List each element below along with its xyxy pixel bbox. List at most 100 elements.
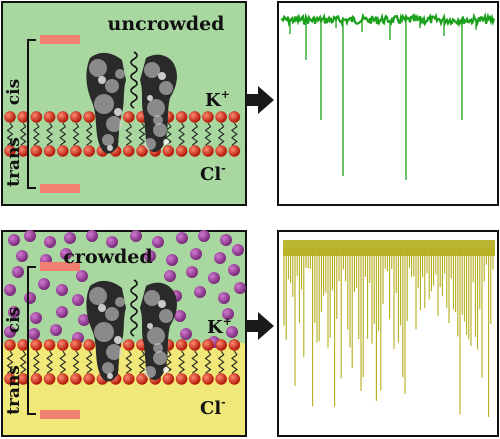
- crowder-molecule: [56, 306, 68, 318]
- lipid-head: [228, 145, 241, 157]
- bottom-trans-label: trans: [4, 365, 24, 415]
- crowder-molecule: [76, 270, 88, 282]
- lipid-tail: [85, 122, 93, 146]
- pore-texture: [144, 366, 156, 378]
- bottom-cl-ion-label: Cl-: [200, 396, 226, 419]
- crowder-molecule: [16, 250, 28, 262]
- lipid-head: [43, 373, 56, 385]
- crowder-molecule: [226, 326, 238, 338]
- crowder-molecule: [30, 312, 42, 324]
- pore-texture: [89, 59, 107, 77]
- bottom-crowder-molecules: [4, 230, 246, 348]
- lipid-tail: [178, 350, 186, 374]
- lipid-head: [123, 373, 135, 385]
- lipid-tail: [46, 350, 54, 374]
- pore-texture: [107, 145, 113, 151]
- lipid-tail: [230, 122, 238, 146]
- crowder-molecule: [4, 284, 16, 296]
- crowder-molecule: [4, 326, 16, 338]
- crowder-molecule: [194, 286, 206, 298]
- crowder-molecule: [24, 292, 36, 304]
- crowder-molecule: [28, 328, 40, 340]
- pore-texture: [153, 123, 167, 137]
- lipid-tail: [164, 122, 172, 146]
- lipid-tail: [6, 122, 14, 146]
- lipid-tail: [217, 350, 225, 374]
- crowder-molecule: [12, 266, 24, 278]
- bottom-side-bracket: [27, 266, 36, 415]
- crowder-molecule: [130, 230, 142, 242]
- lipid-head: [175, 145, 188, 157]
- crowder-molecule: [220, 234, 232, 246]
- bottom-cis-label: cis: [4, 307, 24, 333]
- crowder-molecule: [174, 310, 186, 322]
- pore-texture: [153, 351, 167, 365]
- lipid-head: [43, 111, 56, 123]
- pore-texture: [144, 290, 160, 306]
- lipid-head: [4, 373, 16, 385]
- bottom-schematic: cis trans crowded K+ Cl-: [1, 230, 247, 437]
- pore-texture: [147, 99, 165, 117]
- pore-channel-line: [130, 51, 138, 109]
- lipid-head: [83, 111, 95, 123]
- lipid-head: [123, 339, 135, 351]
- lipid-head: [228, 339, 241, 351]
- lipid-head: [175, 373, 188, 385]
- lipid-head: [175, 111, 188, 123]
- crowder-molecule: [176, 232, 188, 244]
- lipid-tail: [164, 350, 172, 374]
- lipid-head: [70, 111, 82, 123]
- lipid-head: [215, 373, 227, 385]
- lipid-head: [70, 373, 82, 385]
- top-cl-ion-label: Cl-: [200, 162, 226, 185]
- pore-texture: [153, 343, 163, 353]
- crowder-molecule: [64, 232, 76, 244]
- lipid-head: [123, 111, 135, 123]
- lipid-head: [123, 145, 135, 157]
- pore-texture: [163, 367, 169, 373]
- crowder-molecule: [50, 324, 62, 336]
- pore-texture: [147, 327, 165, 345]
- top-k-ion-label: K+: [205, 88, 230, 111]
- top-cis-electrode: [40, 35, 80, 44]
- pore-texture: [89, 287, 107, 305]
- top-trans-label: trans: [4, 137, 24, 187]
- crowder-molecule: [180, 328, 192, 340]
- lipid-head: [162, 373, 175, 385]
- lipid-head: [215, 111, 227, 123]
- lipid-tail: [178, 122, 186, 146]
- pore-texture: [159, 309, 173, 323]
- lipid-tail: [32, 350, 40, 374]
- lipid-head: [30, 145, 43, 157]
- lipid-tail: [72, 122, 80, 146]
- pore-texture: [159, 81, 173, 95]
- lipid-tail: [125, 350, 133, 374]
- lipid-head: [70, 339, 82, 351]
- bottom-trans-electrode: [40, 410, 80, 419]
- pore-texture: [102, 134, 114, 146]
- crowder-molecule: [44, 236, 56, 248]
- crowder-molecule: [144, 250, 156, 262]
- bottom-trans-chamber: [2, 343, 246, 436]
- lipid-head: [30, 111, 43, 123]
- top-arrow: [246, 86, 274, 114]
- top-side-bracket: [27, 39, 36, 189]
- lipid-tail: [204, 350, 212, 374]
- lipid-tail: [125, 122, 133, 146]
- top-condition-label: uncrowded: [108, 13, 225, 35]
- top-current-trace-panel: [277, 1, 499, 206]
- pore-channel-line: [130, 279, 138, 337]
- pore-texture: [94, 94, 114, 114]
- lipid-head: [57, 373, 69, 385]
- pore-texture: [158, 300, 166, 308]
- crowder-molecule: [198, 230, 210, 242]
- lipid-head: [202, 111, 214, 123]
- top-schematic: cis trans uncrowded K+ Cl-: [1, 1, 247, 206]
- crowder-molecule: [8, 306, 20, 318]
- pore-texture: [98, 304, 106, 312]
- lipid-head: [188, 111, 201, 123]
- bottom-current-trace: [283, 240, 495, 417]
- pore-texture: [105, 307, 119, 321]
- pore-texture: [98, 76, 106, 84]
